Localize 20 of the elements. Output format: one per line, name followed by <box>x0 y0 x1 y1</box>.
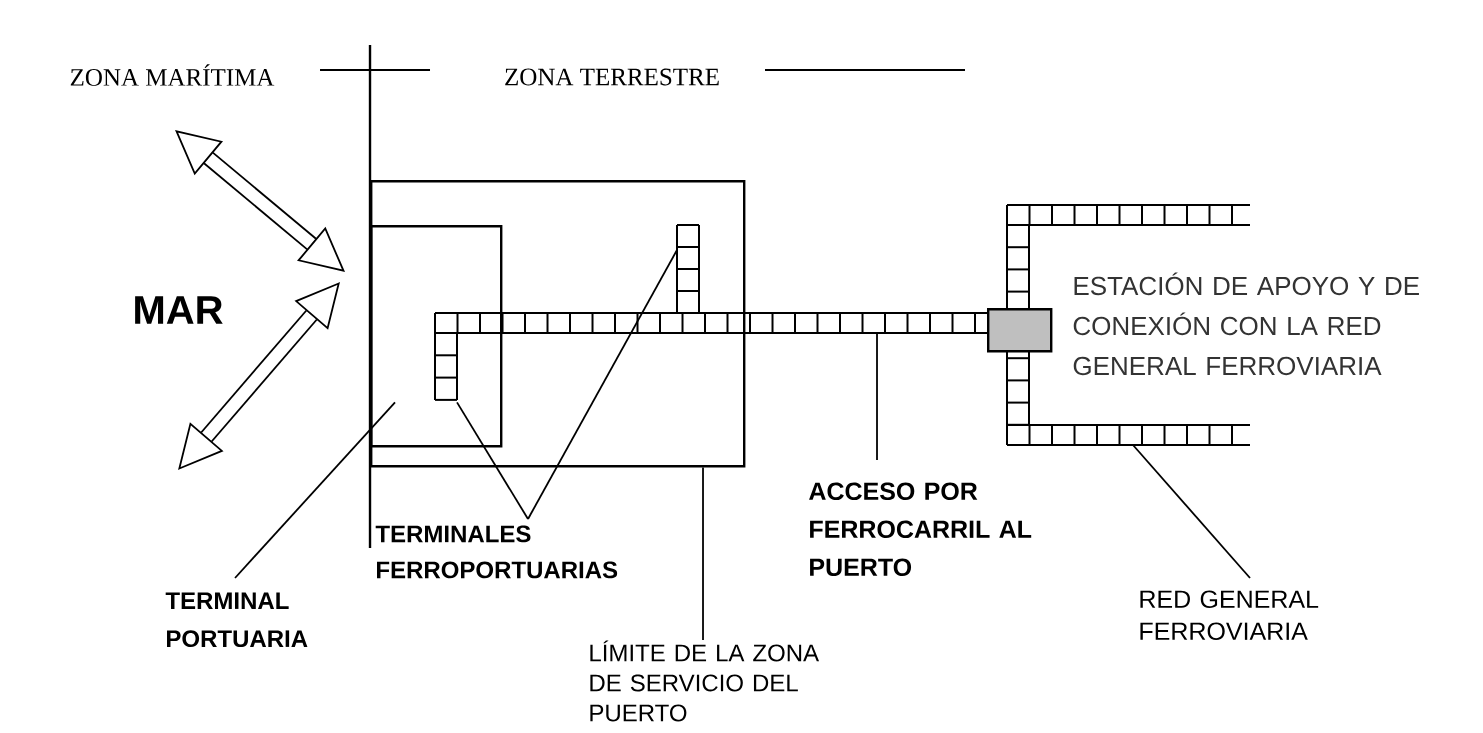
station-box <box>987 308 1053 353</box>
callout-label: TERMINALES FERROPORTUARIAS <box>375 525 618 579</box>
leader-line <box>1132 444 1251 579</box>
zone-label: ZONA TERRESTRE <box>505 68 719 86</box>
zone-boundary-box <box>370 180 746 468</box>
station-label: ESTACIÓN DE APOYO Y DE CONEXIÓN CON LA RED GENERAL FERROVIARIA <box>1073 272 1419 376</box>
double-arrow <box>178 282 340 470</box>
zone-label: ZONA MARÍTIMA <box>70 64 275 86</box>
callout-label: ACCESO POR FERROCARRIL AL PUERTO <box>809 482 1032 577</box>
callout-label: LÍMITE DE LA ZONA DE SERVICIO DEL PUERTO <box>590 640 820 722</box>
callout-label: RED GENERAL FERROVIARIA <box>1140 590 1319 641</box>
double-arrow <box>175 130 345 272</box>
sea-label: MAR <box>135 296 223 324</box>
leader-line <box>876 332 878 461</box>
terminal-box <box>370 225 503 448</box>
leader-line <box>456 401 529 520</box>
callout-label: TERMINAL PORTUARIA <box>165 592 308 648</box>
leader-line <box>527 249 678 520</box>
leader-line <box>234 401 396 579</box>
leader-line <box>702 466 704 641</box>
